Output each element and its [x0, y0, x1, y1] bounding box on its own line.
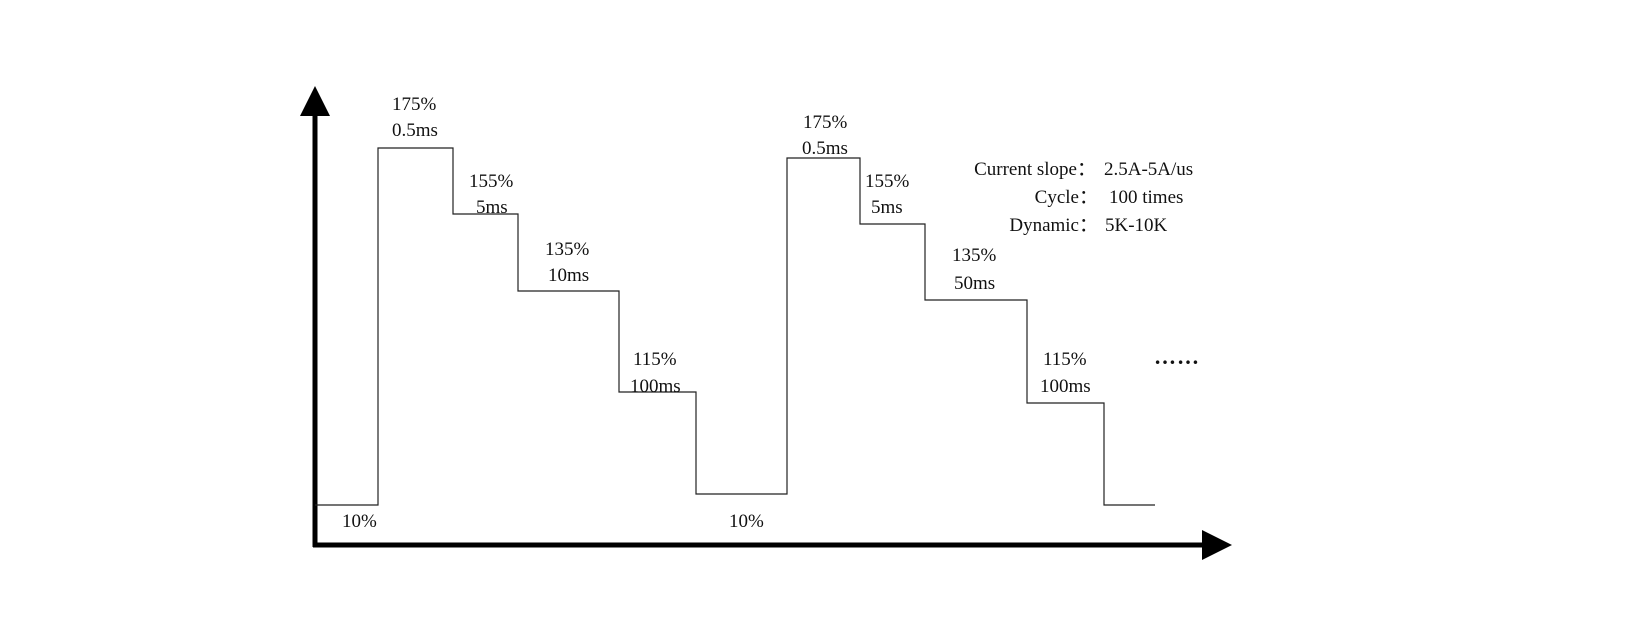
x-axis-arrow-icon	[1202, 530, 1232, 560]
step-4-duration-label: 10ms	[548, 265, 589, 286]
step-9-duration-label: 50ms	[954, 273, 995, 294]
step-10-duration-label: 100ms	[1040, 376, 1091, 397]
step-9-level-label: 135%	[952, 245, 997, 266]
spec-current-slope-label: Current slope：	[974, 159, 1096, 180]
spec-dynamic-value: 5K-10K	[1105, 215, 1168, 236]
spec-current-slope-value: 2.5A-5A/us	[1104, 159, 1193, 180]
step-4-level-label: 135%	[545, 239, 590, 260]
spec-cycle-label: Cycle：	[1035, 187, 1098, 208]
spec-dynamic-label: Dynamic：	[1009, 215, 1098, 236]
step-5-level-label: 115%	[633, 349, 677, 370]
step-2-duration-label: 0.5ms	[392, 120, 438, 141]
y-axis-arrow-icon	[300, 86, 330, 116]
step-5-duration-label: 100ms	[630, 376, 681, 397]
step-3-level-label: 155%	[469, 171, 514, 192]
step-8-level-label: 155%	[865, 171, 910, 192]
spec-cycle-value: 100 times	[1109, 187, 1183, 208]
step-8-duration-label: 5ms	[871, 197, 903, 218]
step-6-level-label: 10%	[729, 511, 764, 532]
current-step-waveform	[315, 147, 1155, 506]
continuation-ellipsis: ……	[1154, 344, 1200, 369]
step-3-duration-label: 5ms	[476, 197, 508, 218]
step-7-level-label: 175%	[803, 112, 848, 133]
step-1-level-label: 10%	[342, 511, 377, 532]
step-7-duration-label: 0.5ms	[802, 138, 848, 159]
step-2-level-label: 175%	[392, 94, 437, 115]
step-10-level-label: 115%	[1043, 349, 1087, 370]
